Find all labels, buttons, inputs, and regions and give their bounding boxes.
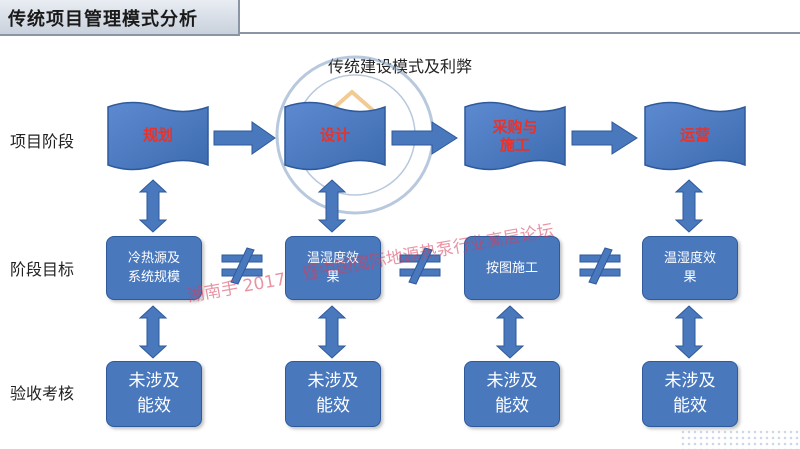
goal-box-design: 温湿度效 果 xyxy=(285,236,381,300)
stage-label-planning: 规划 xyxy=(142,126,173,144)
goal-box-operation: 温湿度效 果 xyxy=(642,236,738,300)
acceptance-box-operation: 未涉及 能效 xyxy=(642,361,738,427)
acceptance-label: 未涉及 能效 xyxy=(486,371,538,416)
acceptance-label: 未涉及 能效 xyxy=(128,371,180,416)
acceptance-label: 未涉及 能效 xyxy=(664,371,716,416)
row-label-acceptance: 验收考核 xyxy=(10,384,75,403)
diagram-subtitle: 传统建设模式及利弊 xyxy=(327,57,472,76)
double-arrow-icon xyxy=(495,305,525,359)
title-bar: 传统项目管理模式分析 xyxy=(0,0,240,36)
not-equal-icon xyxy=(579,247,621,285)
stage-banner-1 xyxy=(107,101,209,171)
not-equal-icon xyxy=(221,247,263,285)
not-equal-icon xyxy=(399,247,441,285)
goal-label: 温湿度效 果 xyxy=(663,251,716,285)
goal-label: 冷热源及 系统规模 xyxy=(127,251,180,285)
decorative-dots xyxy=(680,429,800,449)
right-arrow-icon xyxy=(571,121,638,155)
goal-box-planning: 冷热源及 系统规模 xyxy=(106,236,202,300)
double-arrow-icon xyxy=(674,305,704,359)
double-arrow-icon xyxy=(674,179,704,233)
double-arrow-icon xyxy=(138,305,168,359)
stage-banner-2 xyxy=(284,101,386,171)
double-arrow-icon xyxy=(317,179,347,233)
goal-label: 温湿度效 果 xyxy=(306,251,359,285)
stage-banner-3 xyxy=(464,101,566,171)
stage-banner-4 xyxy=(644,101,746,171)
goal-box-construction: 按图施工 xyxy=(464,236,560,300)
page-title: 传统项目管理模式分析 xyxy=(8,9,198,30)
acceptance-box-construction: 未涉及 能效 xyxy=(464,361,560,427)
right-arrow-icon xyxy=(391,121,458,155)
right-arrow-icon xyxy=(213,121,276,155)
acceptance-box-design: 未涉及 能效 xyxy=(285,361,381,427)
goal-label: 按图施工 xyxy=(485,260,538,276)
title-underline xyxy=(240,32,800,34)
double-arrow-icon xyxy=(317,305,347,359)
acceptance-label: 未涉及 能效 xyxy=(307,371,359,416)
double-arrow-icon xyxy=(138,179,168,233)
stage-label-design: 设计 xyxy=(319,126,350,144)
stage-label-procurement: 采购与 施工 xyxy=(492,118,538,154)
acceptance-box-planning: 未涉及 能效 xyxy=(106,361,202,427)
row-label-goal: 阶段目标 xyxy=(10,260,75,279)
row-label-stage: 项目阶段 xyxy=(10,132,75,151)
stage-label-operation: 运营 xyxy=(679,126,710,144)
